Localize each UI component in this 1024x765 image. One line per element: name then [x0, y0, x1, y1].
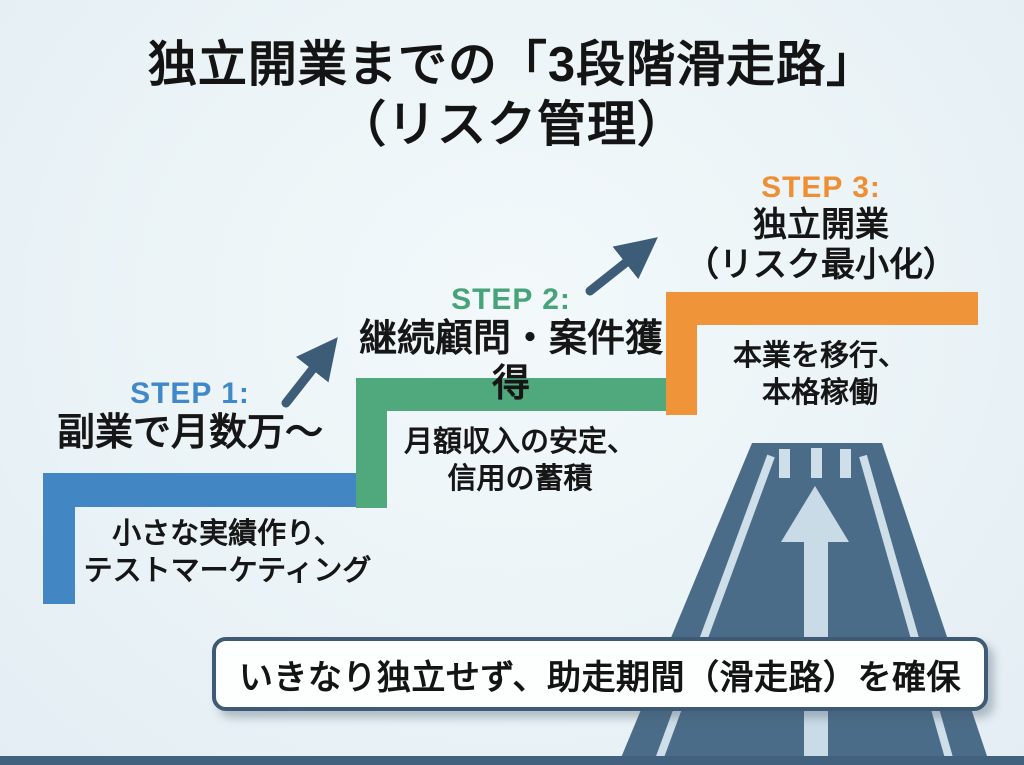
step2-description-line1: 月額収入の安定、: [403, 426, 636, 458]
step1-block: STEP 1: 副業で月数万〜: [30, 377, 350, 456]
arrow-step2-to-step3-icon: [585, 237, 658, 296]
step3-label: STEP 3:: [761, 171, 881, 204]
step1-description-line1: 小さな実績作り、: [112, 518, 343, 550]
step1-label: STEP 1:: [130, 377, 250, 410]
step3-description-line2: 本格稼働: [761, 377, 878, 410]
step1-description: 小さな実績作り、 テストマーケティング: [60, 516, 395, 590]
banner-text: いきなり独立せず、助走期間（滑走路）を確保: [238, 658, 962, 697]
step2-block: STEP 2: 継続顧問・案件獲得: [350, 283, 672, 407]
step1-heading: 副業で月数万〜: [56, 412, 323, 454]
step2-description: 月額収入の安定、 信用の蓄積: [370, 424, 670, 498]
step3-description: 本業を移行、 本格稼働: [670, 338, 970, 412]
title-line-2: （リスク管理）: [336, 97, 687, 152]
step1-riser: [43, 473, 75, 604]
step3-heading-line1: 独立開業: [753, 206, 889, 244]
step2-riser: [356, 378, 387, 508]
step2-bar: [356, 378, 666, 411]
title-line-1: 独立開業までの「3段階滑走路」: [147, 38, 877, 92]
step3-bar: [666, 292, 978, 325]
step2-label: STEP 2:: [451, 283, 571, 316]
step3-heading-line2: （リスク最小化）: [685, 246, 957, 285]
step3-block: STEP 3: 独立開業 （リスク最小化）: [660, 171, 982, 285]
page-title: 独立開業までの「3段階滑走路」 （リスク管理）: [0, 36, 1024, 156]
step1-description-line2: テストマーケティング: [83, 555, 372, 588]
step3-riser: [666, 292, 697, 415]
arrow-step1-to-step2-icon: [281, 337, 338, 408]
step3-description-line1: 本業を移行、: [732, 340, 907, 372]
step2-heading: 継続顧問・案件獲得: [358, 318, 663, 405]
bottom-banner: いきなり独立せず、助走期間（滑走路）を確保: [212, 637, 988, 711]
step1-bar: [43, 473, 356, 507]
step2-description-line2: 信用の蓄積: [447, 463, 593, 496]
